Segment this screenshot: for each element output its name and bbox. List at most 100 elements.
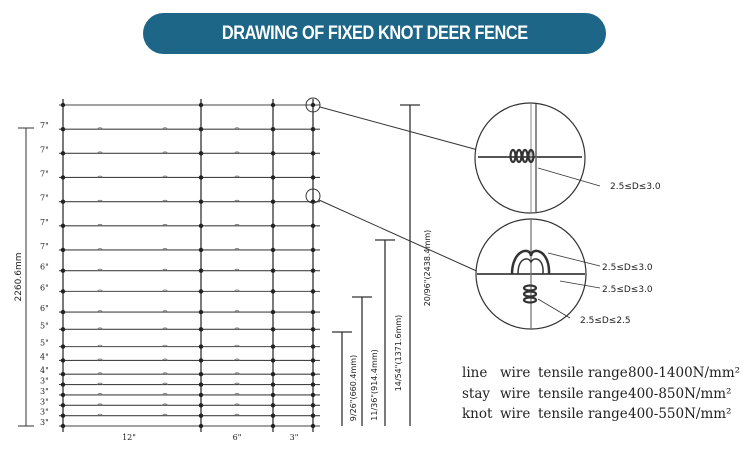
wire-crimp — [96, 127, 104, 130]
fixed-knot — [270, 309, 276, 315]
fixed-knot — [310, 372, 316, 377]
wire-crimp — [161, 372, 169, 375]
wire-crimp — [161, 223, 169, 227]
fixed-knot — [60, 151, 66, 156]
dimension-label: 9/26"(660.4mm) — [349, 355, 358, 421]
fixed-knot — [198, 175, 204, 180]
height-dimension-1371: 14/54"(1371.6mm) — [375, 239, 403, 426]
fixed-knot — [60, 289, 66, 294]
fixed-knot — [270, 247, 276, 253]
fixed-knot — [60, 223, 66, 229]
fixed-knot — [270, 372, 276, 377]
fixed-knot — [270, 223, 276, 229]
wire-crimp — [161, 175, 169, 178]
fixed-knot — [60, 382, 66, 387]
wire-crimp — [233, 372, 241, 375]
spacing-label: 5" — [40, 339, 49, 348]
fixed-knot — [310, 151, 316, 156]
fixed-knot — [198, 382, 204, 387]
spacing-label: 3" — [40, 408, 49, 417]
fixed-knot — [270, 199, 276, 204]
wire-crimp — [96, 289, 104, 292]
fixed-knot — [198, 289, 204, 294]
fixed-knot — [60, 327, 66, 332]
wire-crimp — [161, 344, 169, 347]
wire-diameter-label: 2.5≤D≤3.0 — [602, 285, 653, 295]
stay-spacing-label: 6" — [233, 433, 242, 442]
wire-crimp — [96, 268, 104, 271]
fixed-knot — [60, 175, 66, 180]
spacing-label: 6" — [40, 283, 49, 292]
fixed-knot — [198, 199, 204, 204]
fixed-knot — [60, 126, 66, 132]
fixed-knot — [310, 392, 316, 398]
spacing-label: 7" — [40, 194, 49, 203]
wire-crimp — [96, 248, 104, 251]
fixed-knot — [310, 382, 316, 387]
wire-crimp — [233, 382, 241, 385]
fixed-knot — [310, 423, 316, 429]
spacing-label: 5" — [40, 321, 49, 330]
spacing-label: 7" — [40, 145, 49, 154]
fixed-knot — [198, 151, 204, 156]
wire-crimp — [96, 403, 104, 406]
wire-diameter-label: 2.5≤D≤3.0 — [602, 263, 653, 273]
wire-crimp — [161, 310, 169, 313]
wire-crimp — [161, 127, 169, 130]
fixed-knot — [270, 413, 276, 418]
spacing-label: 4" — [40, 366, 49, 375]
wire-crimp — [96, 223, 104, 227]
fixed-knot — [270, 175, 276, 180]
spec-wire-word: wire — [500, 365, 531, 381]
spec-tensile-label: tensile range — [538, 365, 628, 381]
fixed-knot — [198, 413, 204, 418]
knot-detail-bottom: 2.5≤D≤3.0 2.5≤D≤3.0 2.5≤D≤2.5 — [475, 218, 653, 330]
fixed-knot — [310, 102, 316, 108]
height-dimension-914: 11/36"(914.4mm) — [352, 296, 379, 426]
fixed-knot — [310, 126, 316, 132]
wire-crimp — [161, 289, 169, 292]
fixed-knot — [310, 289, 316, 294]
wire-crimp — [96, 372, 104, 375]
spec-wire-type: knot — [462, 406, 493, 422]
wire-crimp — [96, 358, 104, 361]
wire-crimp — [233, 175, 241, 178]
spec-wire-type: line — [462, 365, 488, 381]
wire-crimp — [233, 151, 241, 154]
fixed-knot — [310, 223, 316, 229]
title-banner: DRAWING OF FIXED KNOT DEER FENCE — [143, 13, 606, 54]
wire-crimp — [96, 151, 104, 154]
spacing-label: 6" — [40, 263, 49, 272]
fixed-knot — [270, 102, 276, 108]
wire-crimp — [233, 248, 241, 251]
fixed-knot — [270, 268, 276, 273]
fixed-knot — [270, 344, 276, 349]
spacing-label: 3" — [40, 377, 49, 386]
wire-crimp — [161, 327, 169, 330]
fixed-knot — [270, 392, 276, 398]
spacing-label: 7" — [40, 121, 49, 130]
fixed-knot — [198, 268, 204, 273]
spacing-label: 7" — [40, 242, 49, 251]
wire-crimp — [161, 382, 169, 385]
wire-crimp — [161, 199, 169, 202]
fixed-knot — [198, 247, 204, 253]
wire-crimp — [233, 413, 241, 416]
spacing-label: 3" — [40, 418, 49, 427]
fixed-knot — [60, 392, 66, 398]
wire-crimp — [233, 268, 241, 271]
spec-tensile-value: 800-1400N/mm² — [628, 365, 741, 381]
fixed-knot — [270, 327, 276, 332]
fixed-knot — [198, 327, 204, 332]
fixed-knot — [270, 382, 276, 387]
knot-detail-top: 2.5≤D≤3.0 — [474, 102, 661, 214]
wire-crimp — [96, 310, 104, 313]
spec-wire-type: stay — [462, 386, 491, 402]
fixed-knot — [60, 372, 66, 377]
wire-crimp — [96, 199, 104, 202]
fixed-knot — [270, 151, 276, 156]
stay-spacing-label: 3" — [290, 433, 299, 442]
wire-crimp — [161, 393, 169, 396]
stay-spacing-label: 12" — [122, 433, 136, 442]
